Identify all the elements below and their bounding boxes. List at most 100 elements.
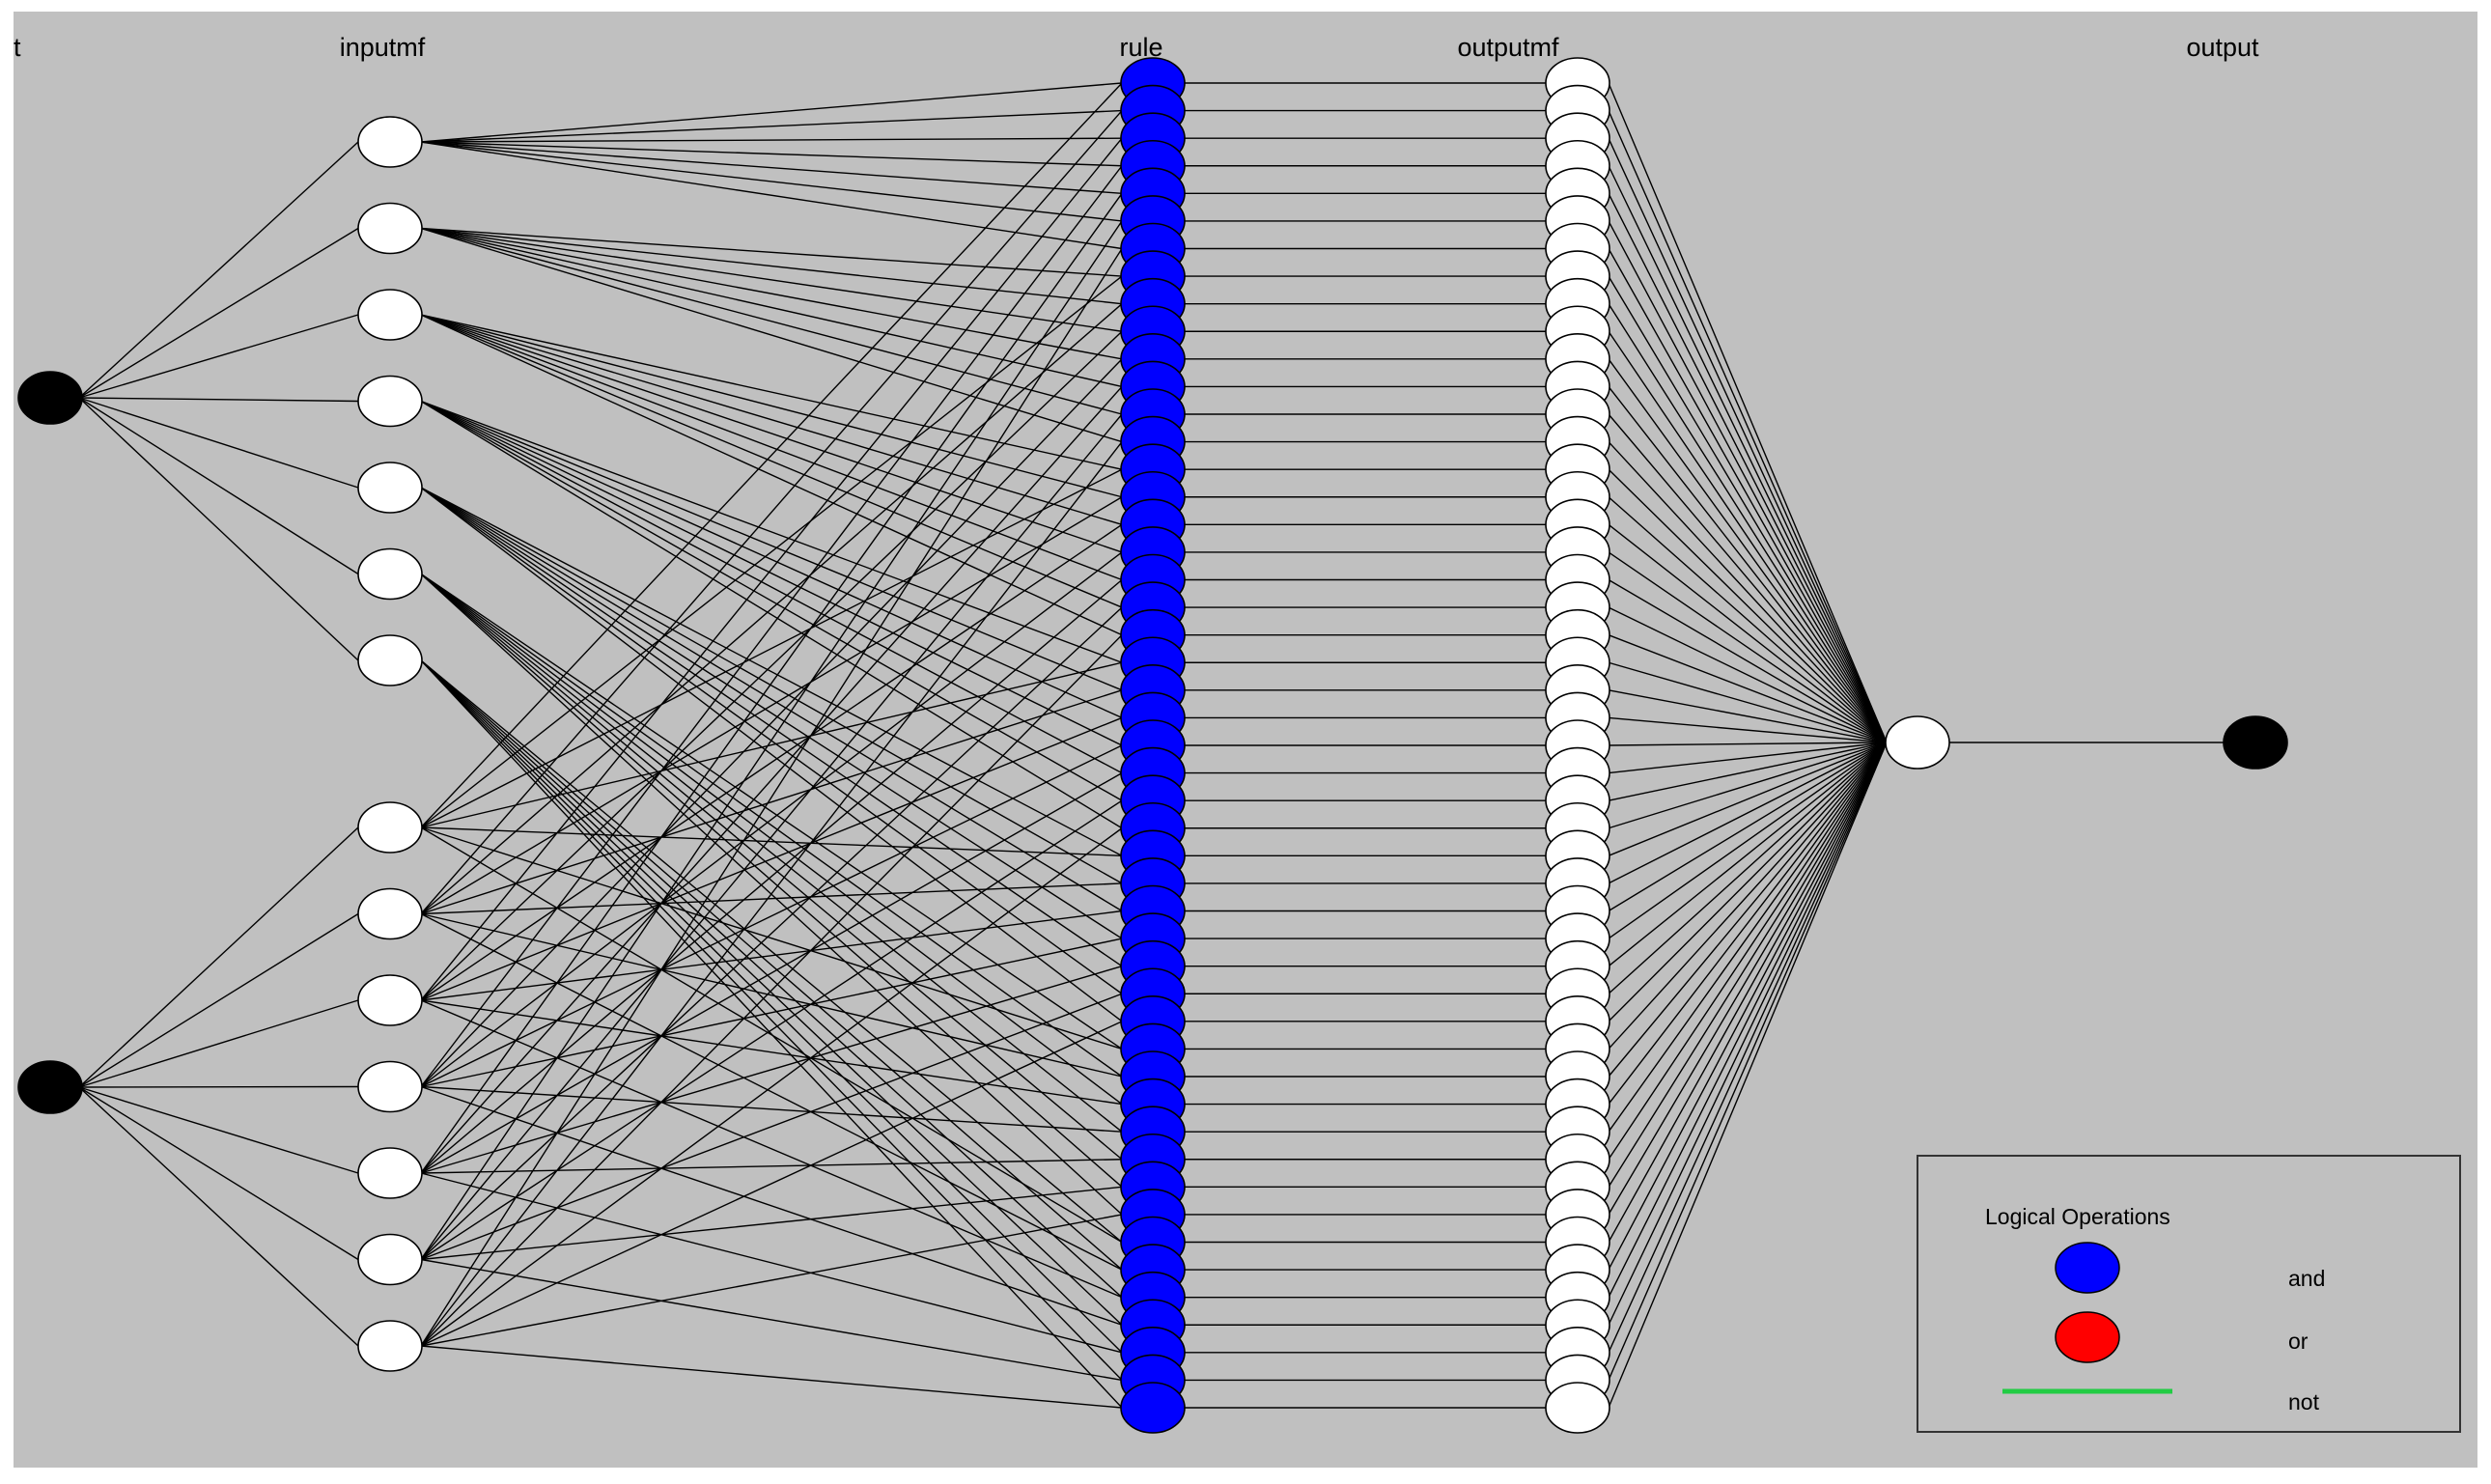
edge-mf-rule: [420, 82, 1123, 828]
edge-outputmf-aggregate: [1608, 578, 1888, 743]
edge-outputmf-aggregate: [1608, 742, 1888, 884]
edge-mf-rule: [420, 141, 1123, 222]
edge-mf-rule: [420, 1186, 1123, 1261]
edge-mf-rule: [420, 137, 1123, 1001]
edge-outputmf-aggregate: [1608, 606, 1888, 743]
legend-not-label: not: [2288, 1389, 2320, 1414]
edge-mf-rule: [420, 573, 1123, 1106]
legend-title: Logical Operations: [1985, 1204, 2170, 1229]
edge-mf-rule: [420, 912, 1123, 1078]
edge-mf-rule: [420, 573, 1123, 1161]
edge-mf-rule: [420, 716, 1123, 1001]
edge-outputmf-aggregate: [1608, 742, 1888, 912]
edge-input-mf: [78, 397, 359, 403]
edge-input-mf: [78, 826, 359, 1088]
edge-outputmf-aggregate: [1608, 742, 1888, 1409]
edge-outputmf-aggregate: [1608, 523, 1888, 743]
edge-mf-rule: [420, 400, 1123, 801]
edge-mf-rule: [420, 882, 1123, 915]
edge-outputmf-aggregate: [1608, 358, 1888, 743]
edge-outputmf-aggregate: [1608, 137, 1888, 743]
edge-outputmf-aggregate: [1608, 82, 1888, 743]
edge-outputmf-aggregate: [1608, 303, 1888, 743]
edge-mf-rule: [420, 634, 1123, 1347]
input-mf-node: [357, 634, 423, 686]
edge-mf-rule: [420, 227, 1123, 360]
legend-box: [1917, 1155, 2461, 1433]
edge-outputmf-aggregate: [1608, 742, 1888, 1354]
edge-input-mf: [78, 912, 359, 1088]
edge-mf-rule: [420, 400, 1123, 746]
edge-outputmf-aggregate: [1608, 742, 1888, 1133]
edge-outputmf-aggregate: [1608, 742, 1888, 1188]
edge-outputmf-aggregate: [1608, 742, 1888, 746]
edge-outputmf-aggregate: [1608, 742, 1888, 1298]
input-mf-node: [357, 116, 423, 168]
edge-mf-rule: [420, 573, 1123, 1188]
diagram-panel: [14, 12, 2477, 1468]
edge-outputmf-aggregate: [1608, 742, 1888, 1326]
edge-outputmf-aggregate: [1608, 689, 1888, 743]
edge-outputmf-aggregate: [1608, 742, 1888, 1271]
edge-input-mf: [78, 227, 359, 399]
legend: Logical Operations and or not: [1917, 1155, 2461, 1433]
column-label-input: t: [14, 33, 21, 62]
edge-outputmf-aggregate: [1608, 742, 1888, 1161]
edge-mf-rule: [420, 165, 1123, 1087]
edge-mf-rule: [420, 487, 1123, 967]
edge-mf-rule: [420, 999, 1123, 1299]
edge-mf-rule: [420, 999, 1123, 1106]
edge-outputmf-aggregate: [1608, 742, 1888, 967]
edge-mf-rule: [420, 275, 1123, 828]
column-label-outputmf: outputmf: [1457, 33, 1559, 62]
edge-outputmf-aggregate: [1608, 742, 1888, 1078]
edge-outputmf-aggregate: [1608, 441, 1888, 743]
output-aggregate-node: [1885, 715, 1950, 770]
edge-mf-rule: [420, 1159, 1123, 1174]
edge-mf-rule: [420, 400, 1123, 774]
edge-input-mf: [78, 397, 359, 489]
edge-mf-rule: [420, 314, 1123, 470]
input-mf-node: [357, 289, 423, 341]
edge-mf-rule: [420, 137, 1123, 143]
edge-outputmf-aggregate: [1608, 110, 1888, 743]
edge-outputmf-aggregate: [1608, 496, 1888, 743]
edge-mf-rule: [420, 827, 1123, 1347]
output-mf-node: [1545, 1382, 1610, 1434]
edge-mf-rule: [420, 1258, 1123, 1382]
edge-mf-rule: [420, 487, 1123, 939]
edge-mf-rule: [420, 141, 1123, 195]
edge-mf-rule: [420, 400, 1123, 663]
edge-mf-rule: [420, 400, 1123, 691]
edge-mf-rule: [420, 661, 1123, 828]
edge-outputmf-aggregate: [1608, 742, 1888, 1022]
edge-outputmf-aggregate: [1608, 468, 1888, 743]
edge-outputmf-aggregate: [1608, 634, 1888, 743]
edge-mf-rule: [420, 573, 1123, 1133]
edge-outputmf-aggregate: [1608, 330, 1888, 743]
edge-mf-rule: [420, 573, 1123, 1078]
edge-mf-rule: [420, 110, 1123, 914]
edge-mf-rule: [420, 141, 1123, 167]
edge-mf-rule: [420, 910, 1123, 1001]
edge-mf-rule: [420, 659, 1123, 1271]
edge-mf-rule: [420, 303, 1123, 915]
edge-outputmf-aggregate: [1608, 551, 1888, 743]
input-mf-node: [357, 974, 423, 1026]
edge-mf-rule: [420, 487, 1123, 1022]
output-node: [2223, 715, 2288, 770]
edge-mf-rule: [420, 314, 1123, 553]
edges-layer: [78, 82, 2225, 1409]
edge-outputmf-aggregate: [1608, 742, 1888, 939]
input-mf-node: [357, 547, 423, 601]
edge-mf-rule: [420, 965, 1123, 1174]
edge-mf-rule: [420, 358, 1123, 1087]
edge-mf-rule: [420, 413, 1123, 1260]
edge-mf-rule: [420, 1172, 1123, 1354]
edge-input-mf: [78, 397, 359, 575]
input-mf-node: [357, 1147, 423, 1199]
edge-mf-rule: [420, 523, 1123, 1001]
input-mf-node: [357, 202, 423, 255]
edge-outputmf-aggregate: [1608, 742, 1888, 774]
